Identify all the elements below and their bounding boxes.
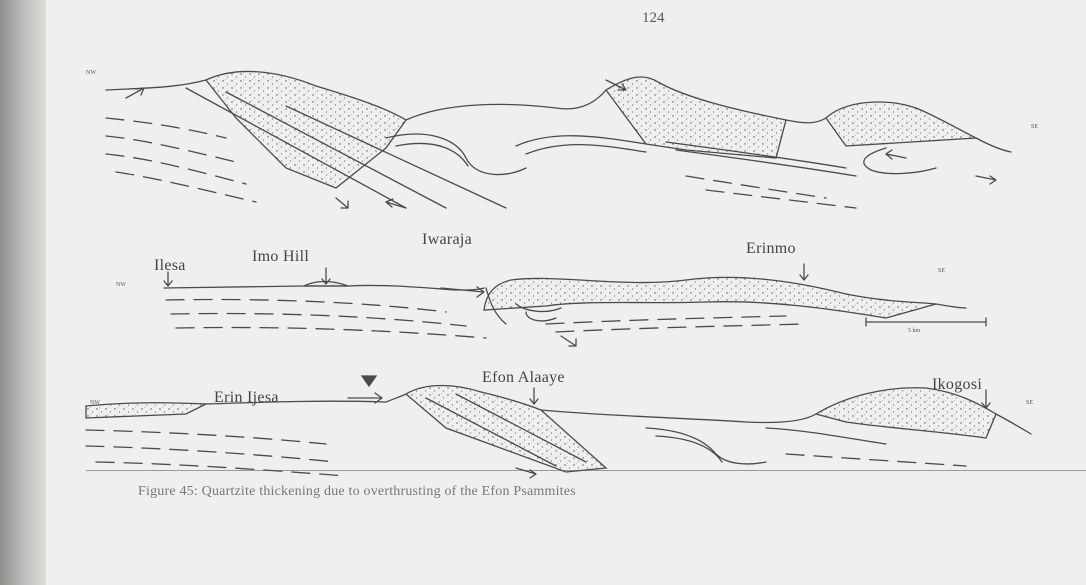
iwaraja-arrow bbox=[441, 287, 484, 297]
figure-caption: Figure 45: Quartzite thickening due to o… bbox=[138, 484, 576, 500]
figure-frame: NW SE bbox=[86, 58, 1086, 471]
ikogosi-arrow bbox=[982, 390, 990, 408]
section-3-drawing bbox=[86, 358, 1046, 478]
book-binding-shadow bbox=[0, 0, 46, 585]
thrust-arrow-2 bbox=[336, 198, 348, 208]
thrust-arrow-s3 bbox=[516, 468, 536, 478]
erinmo-arrow bbox=[800, 264, 808, 280]
thrust-triangle bbox=[362, 376, 376, 386]
thrust-arrow-s2 bbox=[561, 336, 576, 346]
section-1-drawing bbox=[86, 58, 1046, 218]
quartzite-block bbox=[406, 386, 606, 473]
thrust-arrow-6 bbox=[976, 176, 996, 184]
ikogosi-ridge bbox=[816, 388, 996, 438]
ilesa-arrow bbox=[164, 272, 172, 286]
thrust-arrow-3 bbox=[386, 199, 406, 208]
scale-bar-label: 5 km bbox=[908, 328, 920, 334]
quartzite-belt bbox=[484, 277, 936, 318]
quartzite-ridge-3 bbox=[826, 102, 976, 146]
section-2-drawing bbox=[86, 228, 1006, 338]
efon-alaaye-arrow bbox=[530, 388, 538, 404]
scale-bar bbox=[866, 318, 986, 326]
thrust-arrow-5 bbox=[886, 150, 906, 159]
page-number: 124 bbox=[642, 10, 665, 27]
scanned-page: 124 NW SE bbox=[46, 0, 1086, 585]
left-wedge bbox=[86, 403, 206, 418]
